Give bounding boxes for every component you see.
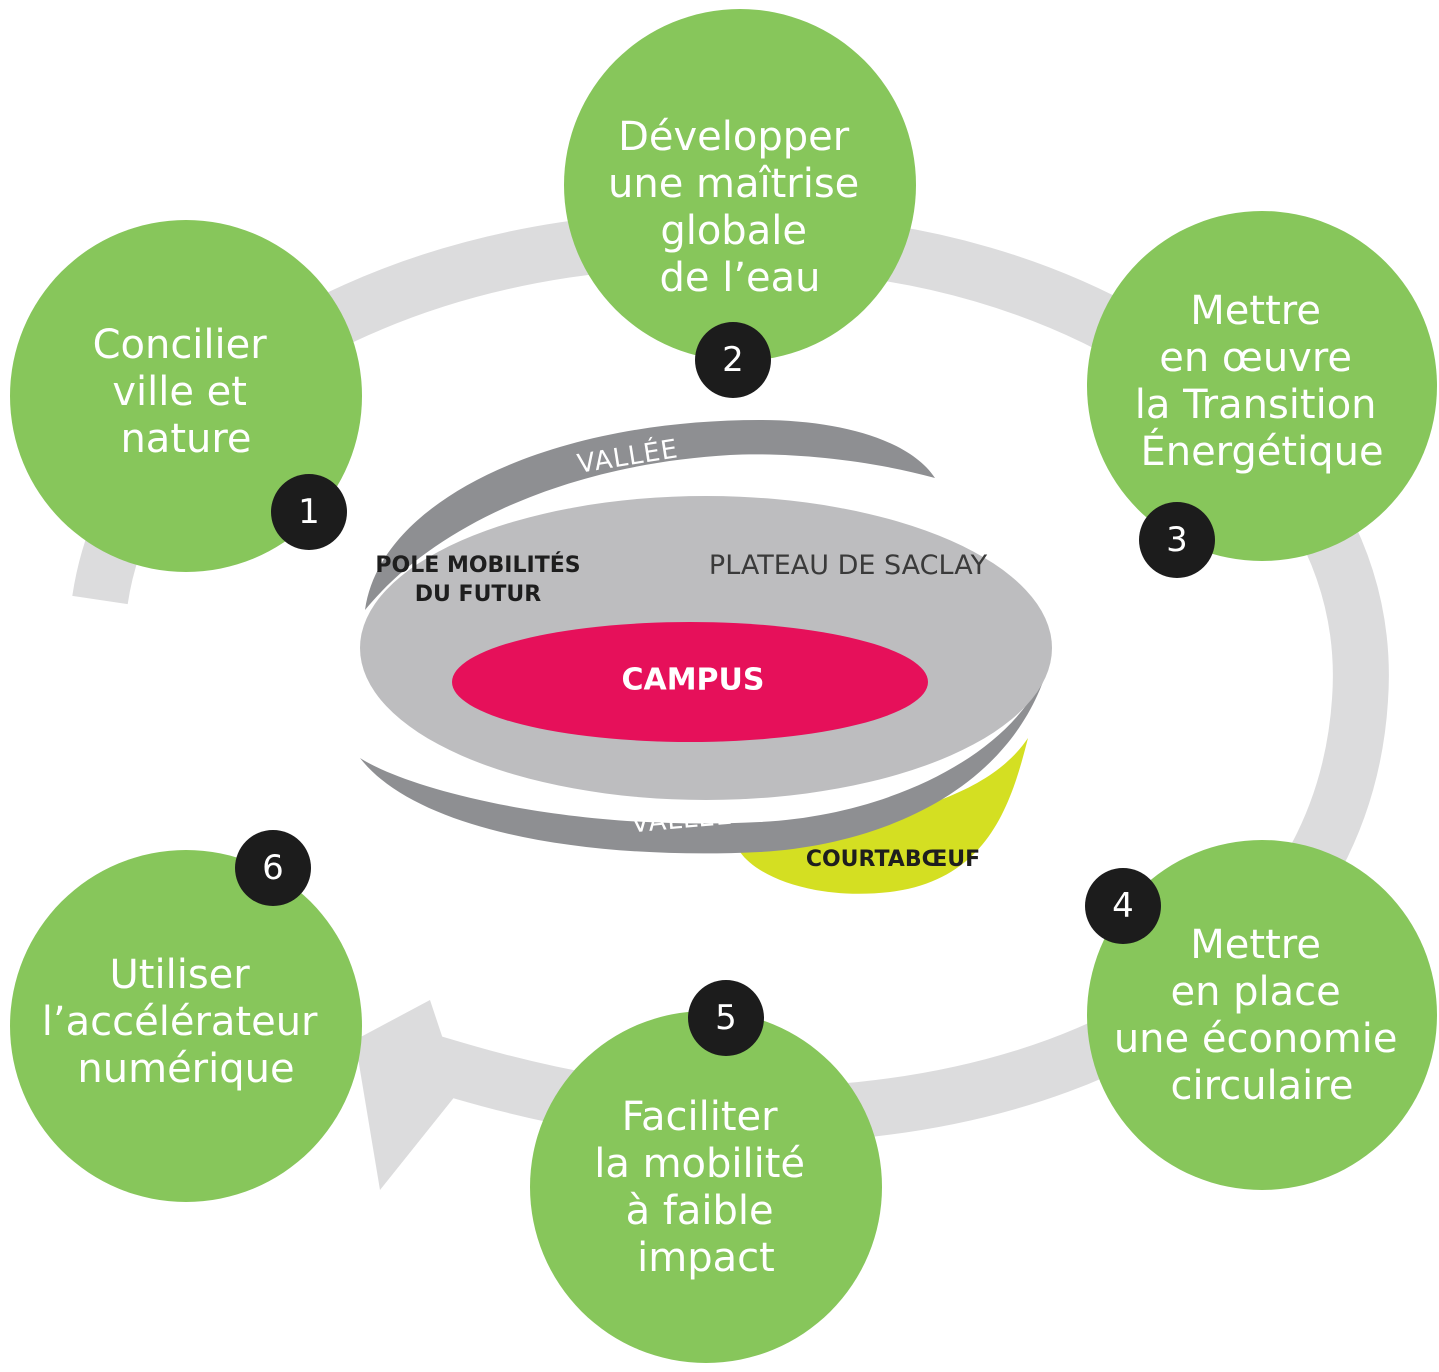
goal-text: Utiliser l’accélérateur numérique xyxy=(42,952,330,1092)
goal-text-line: Mettre xyxy=(1190,288,1321,334)
goal-text-line: Mettre xyxy=(1190,922,1321,968)
goal-text-line: Faciliter xyxy=(622,1094,778,1140)
goal-text-line: Énergétique xyxy=(1140,427,1383,475)
goal-1: Concilier ville et nature 1 xyxy=(10,220,362,572)
goal-text-line: une économie xyxy=(1114,1016,1398,1062)
badge-number: 6 xyxy=(262,848,284,888)
goal-text: Développer une maîtrise globale de l’eau xyxy=(608,114,872,301)
goal-circle xyxy=(1087,840,1437,1190)
goal-text-line: la mobilité xyxy=(594,1141,805,1187)
campus-ellipse xyxy=(452,622,928,742)
number-badge xyxy=(695,322,771,398)
goal-2: Développer une maîtrise globale de l’eau… xyxy=(564,9,916,398)
number-badge xyxy=(1139,502,1215,578)
goal-text-line: Développer xyxy=(618,114,850,160)
badge-number: 1 xyxy=(298,492,320,532)
goal-text-line: globale xyxy=(660,208,807,254)
goal-text-line: Concilier xyxy=(93,322,268,368)
badge-number: 2 xyxy=(722,340,744,380)
goal-text-line: en place xyxy=(1170,969,1340,1015)
goal-text-line: l’accélérateur xyxy=(42,999,318,1045)
goal-text-line: une maîtrise xyxy=(608,161,859,207)
plateau-label: PLATEAU DE SACLAY xyxy=(709,550,988,581)
courtaboeuf-label: COURTABŒUF xyxy=(806,847,980,872)
ring-arrowhead xyxy=(355,1000,460,1190)
goal-text-line: numérique xyxy=(77,1046,294,1092)
goal-text-line: de l’eau xyxy=(659,255,820,301)
badge-number: 4 xyxy=(1112,886,1134,926)
goal-text: Mettre en œuvre la Transition Énergétiqu… xyxy=(1135,288,1390,475)
number-badge xyxy=(235,830,311,906)
goal-circle xyxy=(530,1011,882,1363)
plateau-map: VALLÉE VALLÉE PLATEAU DE SACLAY POLE MOB… xyxy=(360,420,1052,894)
goal-text-line: à faible xyxy=(626,1188,774,1234)
pole-label-line2: DU FUTUR xyxy=(415,582,542,607)
valley-bottom-band xyxy=(360,652,1052,854)
goal-circle xyxy=(1087,211,1437,561)
goal-text: Faciliter la mobilité à faible impact xyxy=(594,1094,818,1281)
goal-text-line: circulaire xyxy=(1171,1063,1354,1109)
goal-5: Faciliter la mobilité à faible impact 5 xyxy=(530,980,882,1363)
goal-text-line: impact xyxy=(637,1235,775,1281)
number-badge xyxy=(1085,868,1161,944)
badge-number: 3 xyxy=(1166,520,1188,560)
campus-label: CAMPUS xyxy=(621,663,764,698)
number-badge xyxy=(271,474,347,550)
goal-text-line: nature xyxy=(120,416,251,462)
goal-circle xyxy=(10,850,362,1202)
badge-number: 5 xyxy=(715,998,737,1038)
goal-circle xyxy=(564,9,916,361)
goal-circle xyxy=(10,220,362,572)
goal-text: Mettre en place une économie circulaire xyxy=(1114,922,1410,1109)
goal-text-line: la Transition xyxy=(1135,382,1377,428)
courtaboeuf-area xyxy=(740,738,1028,894)
goal-text-line: en œuvre xyxy=(1159,335,1352,381)
goal-text-line: Utiliser xyxy=(110,952,251,998)
goal-6: Utiliser l’accélérateur numérique 6 xyxy=(10,830,362,1202)
valley-top-band xyxy=(365,420,935,610)
number-badge xyxy=(688,980,764,1056)
pole-label-line1: POLE MOBILITÉS xyxy=(375,552,580,578)
goal-3: Mettre en œuvre la Transition Énergétiqu… xyxy=(1087,211,1437,578)
goal-text: Concilier ville et nature xyxy=(93,322,280,462)
goal-4: Mettre en place une économie circulaire … xyxy=(1085,840,1437,1190)
goal-text-line: ville et xyxy=(112,369,247,415)
